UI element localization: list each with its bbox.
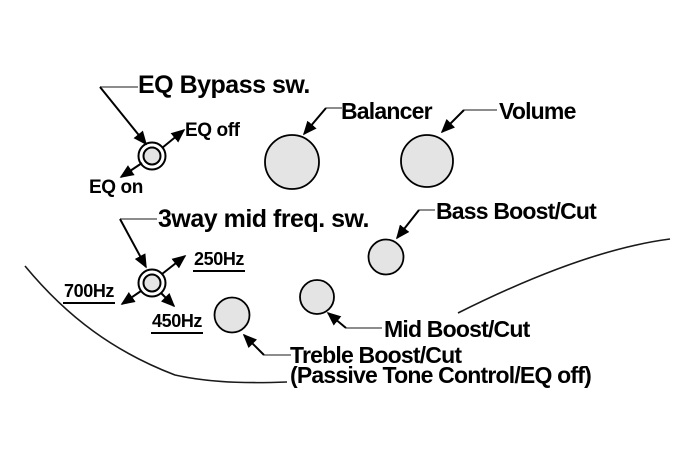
balancer-label: Balancer <box>341 98 433 124</box>
eq-on-label: EQ on <box>89 177 143 198</box>
eq-on-arrow <box>119 162 143 178</box>
body-outline-right-curve <box>457 238 671 314</box>
mid-arrow <box>326 311 347 329</box>
eq-bypass-switch <box>137 141 167 171</box>
mid-freq-switch <box>137 268 167 298</box>
eq-off-label: EQ off <box>185 120 240 141</box>
freq-450-arrow <box>160 292 176 308</box>
eq-bypass-label: EQ Bypass sw. <box>138 71 310 99</box>
volume-knob <box>400 134 454 188</box>
balancer-knob <box>264 134 320 190</box>
mid-freq-arrow <box>119 218 147 269</box>
body-outline-left-curve <box>24 265 288 384</box>
freq-700-label: 700Hz <box>63 282 116 304</box>
balancer-arrow <box>302 107 327 136</box>
bass-knob <box>367 238 405 276</box>
treble-knob <box>213 296 251 334</box>
mid-freq-label: 3way mid freq. sw. <box>158 205 369 233</box>
eq-off-arrow <box>161 128 186 149</box>
volume-arrow <box>440 109 465 134</box>
freq-450-label: 450Hz <box>151 312 204 334</box>
bass-label: Bass Boost/Cut <box>436 198 597 224</box>
bass-arrow <box>396 209 420 240</box>
treble-label: Treble Boost/Cut <box>290 342 462 368</box>
mid-knob <box>299 279 335 315</box>
mid-label: Mid Boost/Cut <box>384 316 530 342</box>
freq-700-arrow <box>120 290 142 305</box>
freq-250-label: 250Hz <box>193 250 246 272</box>
volume-label: Volume <box>499 98 576 124</box>
treble-arrow <box>242 333 265 356</box>
freq-250-arrow <box>161 255 187 275</box>
treble-note-label: (Passive Tone Control/EQ off) <box>290 362 592 388</box>
eq-bypass-arrow <box>99 86 148 146</box>
